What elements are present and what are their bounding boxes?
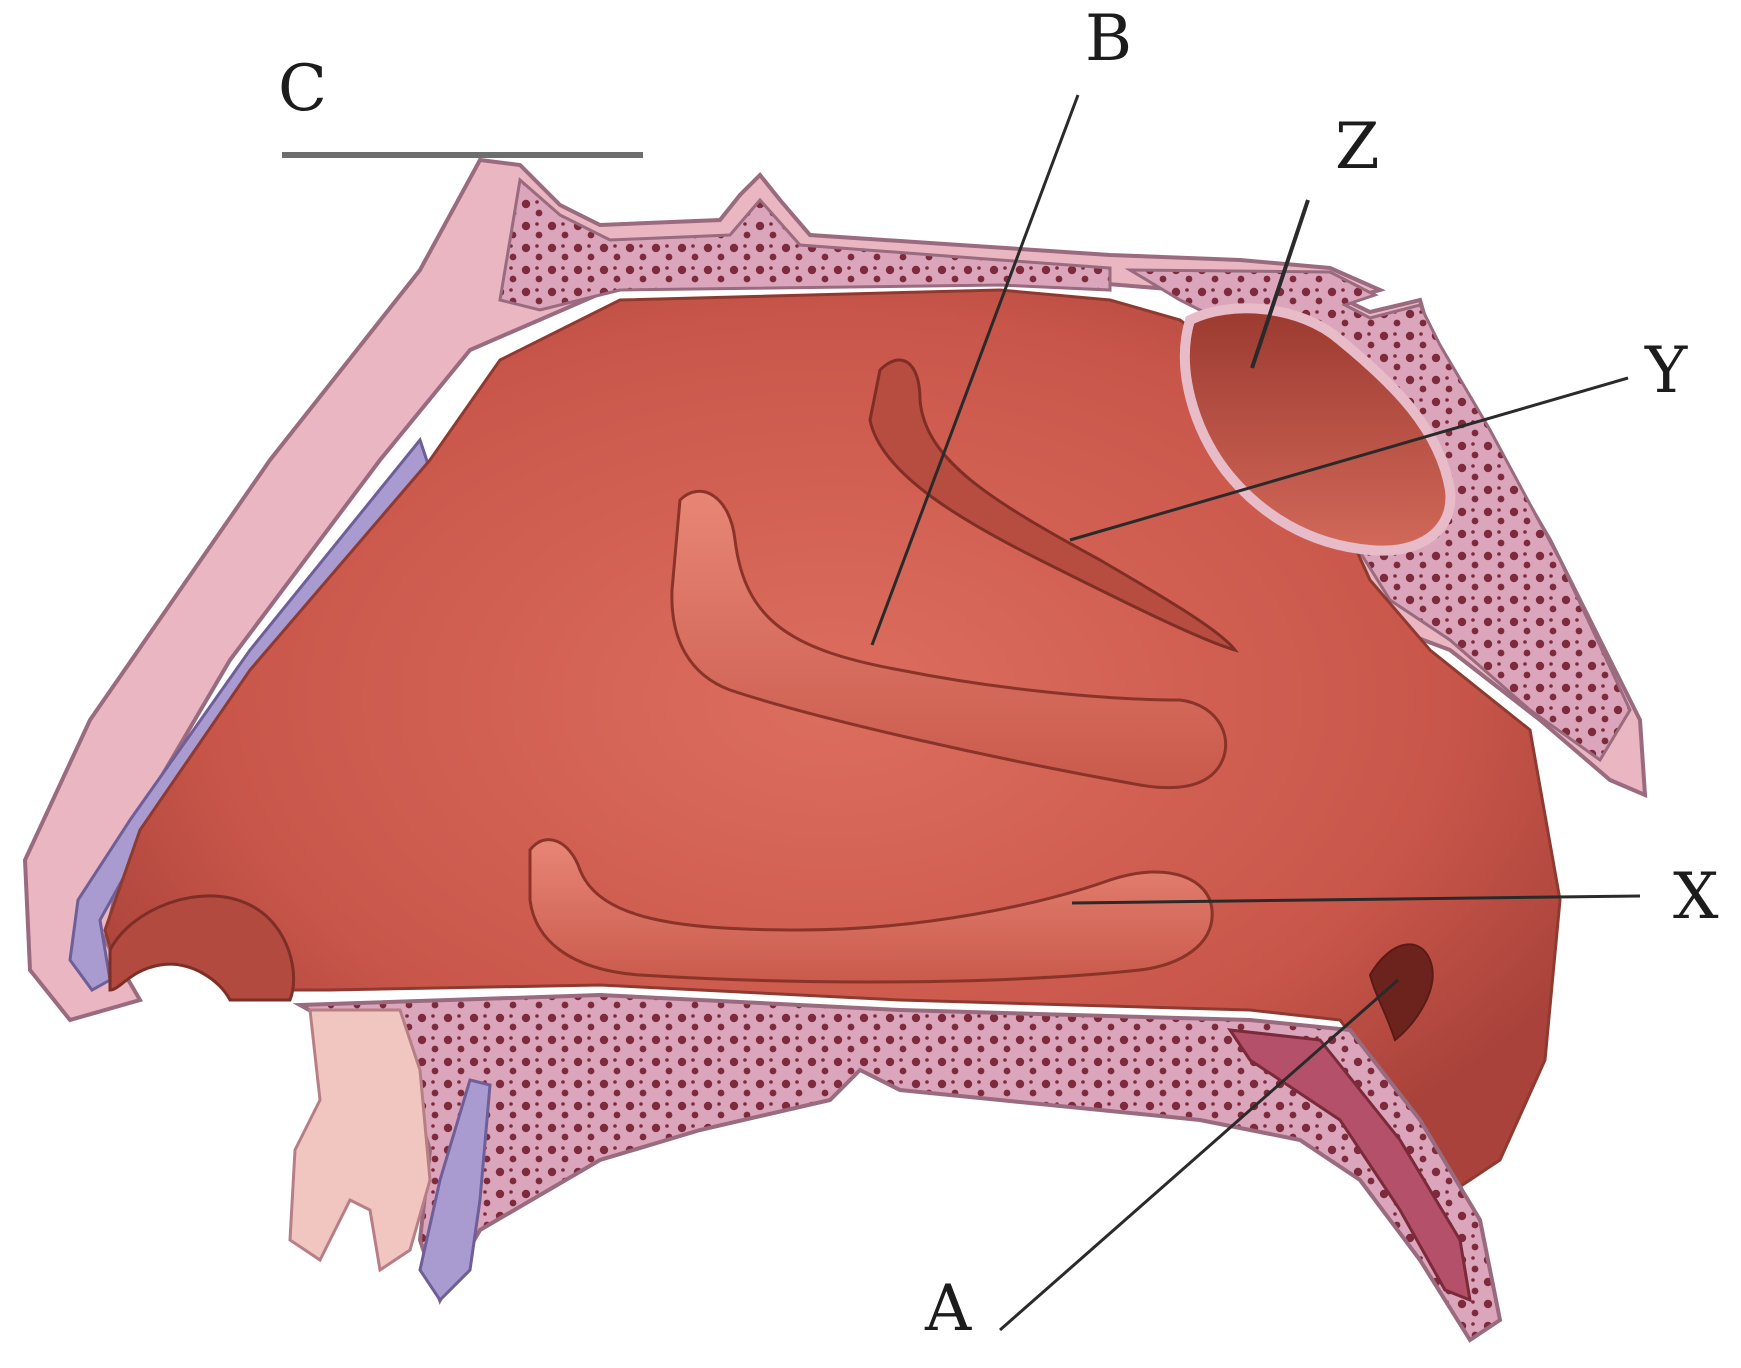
upper-lip <box>290 1010 430 1270</box>
label-z: Z <box>1335 110 1379 184</box>
label-b: B <box>1085 2 1132 76</box>
label-c: C <box>278 52 327 126</box>
label-x: X <box>1673 860 1719 934</box>
label-a: A <box>924 1272 972 1346</box>
label-y: Y <box>1644 334 1688 408</box>
